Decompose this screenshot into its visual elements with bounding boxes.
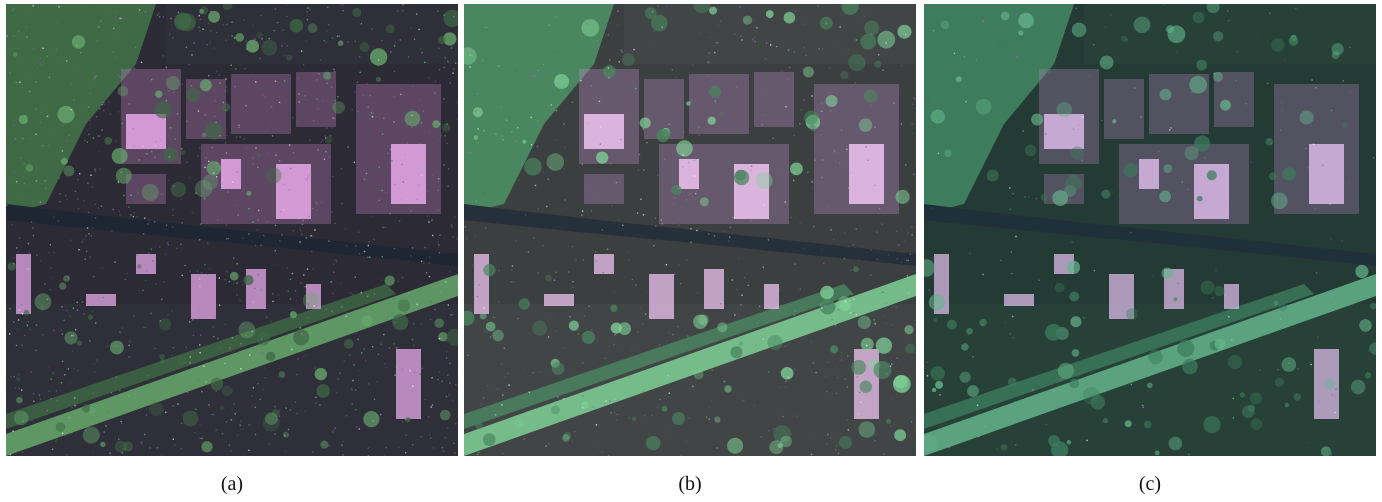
vegetation-area bbox=[464, 4, 614, 214]
sar-image-a bbox=[6, 4, 458, 456]
caption-c: (c) bbox=[1138, 473, 1162, 495]
sar-image-c bbox=[924, 4, 1376, 456]
sar-image-panel-c bbox=[924, 4, 1376, 456]
vegetation-area bbox=[6, 4, 156, 214]
caption-a: (a) bbox=[220, 473, 244, 495]
sar-image-panel-b bbox=[464, 4, 916, 456]
vegetation-area bbox=[924, 4, 1074, 214]
sar-image-b bbox=[464, 4, 916, 456]
sar-image-panel-a bbox=[6, 4, 458, 456]
caption-b: (b) bbox=[678, 473, 702, 495]
